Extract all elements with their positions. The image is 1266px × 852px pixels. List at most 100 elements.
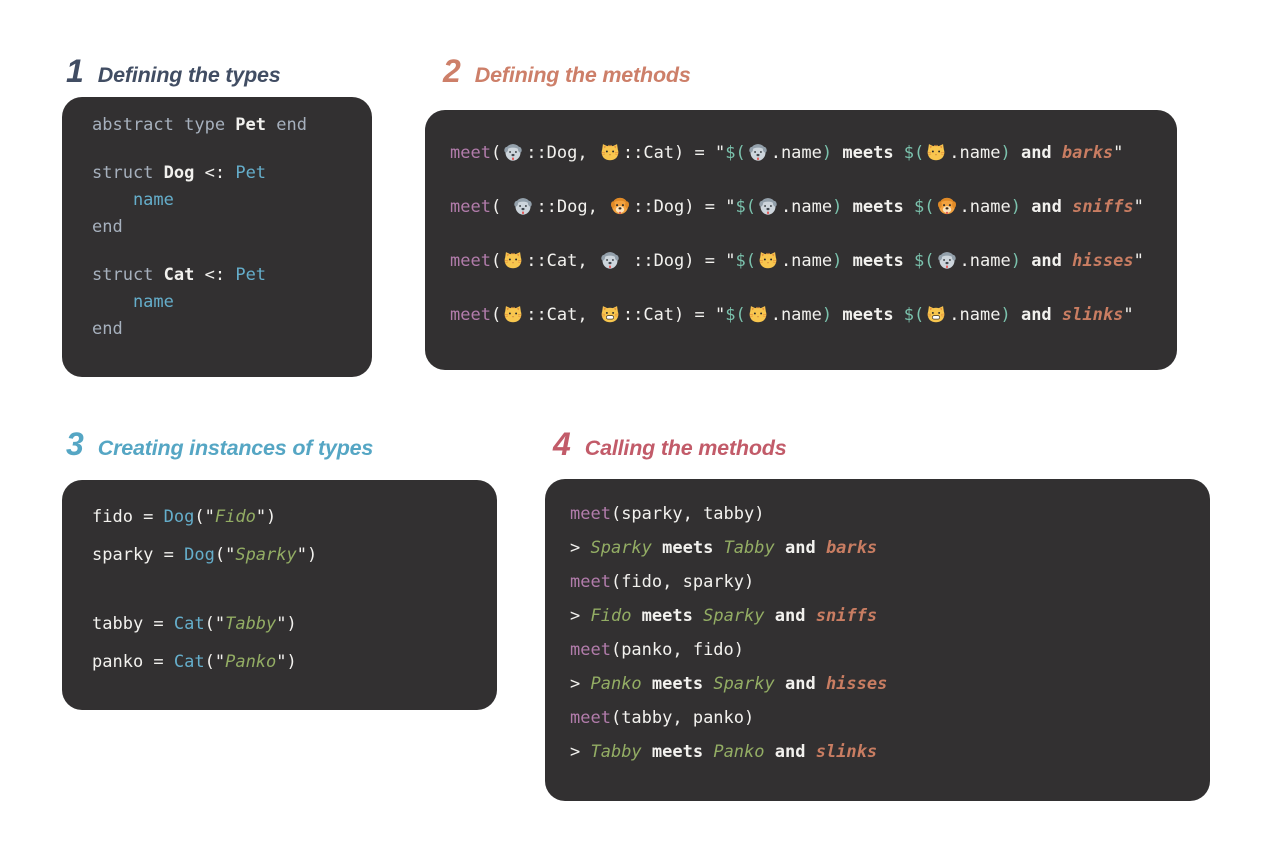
cat-face-emoji [757,249,780,271]
code-token: <: [194,163,236,183]
gray-dog-face-emoji [512,195,535,217]
section-number: 1 [66,53,84,89]
code-panel: abstract type Pet end struct Dog <: Pet n… [62,97,372,377]
code-token: meets [651,538,724,558]
section-title: Creating instances of types [97,436,374,460]
code-token: and [764,742,816,762]
code-line: fido = Dog("Fido") [92,498,487,536]
code-token: ( [490,251,502,271]
code-token: panko = [92,652,174,672]
code-token: .name [959,197,1011,217]
code-token: sparky = [92,545,185,565]
code-token: $( [725,305,746,325]
code-token: (sparky, tabby) [610,504,765,524]
code-token: Pet [235,265,267,285]
code-token: abstract type [92,115,236,135]
code-token: sniffs [815,606,878,626]
code-token: Sparky [235,545,297,565]
code-token: ::Dog) = " [622,251,736,271]
code-token: and [1010,143,1062,163]
code-token: tabby = [92,614,174,634]
code-token: meets [832,143,904,163]
code-token: meet [570,504,611,524]
code-token: (" [194,507,215,527]
code-line: sparky = Dog("Sparky") [92,536,487,574]
code-token: .name [770,305,822,325]
code-line: > Panko meets Sparky and hisses [570,667,1200,701]
code-token: > [570,674,591,694]
code-line: meet(::Cat, ::Dog) = "$(.name) meets $(.… [450,234,1167,288]
code-token: end [266,115,307,135]
cat-face-emoji [599,141,622,163]
code-token: and [1020,251,1073,271]
section-title: Calling the methods [584,436,787,460]
code-token: meets [641,742,714,762]
gray-dog-face-emoji [599,249,622,271]
code-token: (panko, fido) [610,640,745,660]
code-token: $( [735,197,756,217]
code-token: $( [903,305,925,325]
code-token: ) [1010,251,1021,271]
code-line: struct Dog <: Pet [92,160,362,187]
code-token: slinks [815,742,878,762]
code-line: > Fido meets Sparky and sniffs [570,599,1200,633]
code-token: ) [832,197,843,217]
code-stanza: abstract type Pet end [92,112,362,139]
code-token: ) [1000,143,1011,163]
code-token: ") [276,652,297,672]
code-token: meet [450,305,491,325]
code-line: meet(tabby, panko) [570,701,1200,735]
code-token: meet [450,197,491,217]
code-token: Cat [173,652,205,672]
code-token: <: [194,265,236,285]
code-token: Panko [225,652,277,672]
code-token: barks [825,538,878,558]
code-token: > [570,538,591,558]
code-line: meet( ::Dog, ::Dog) = "$(.name) meets $(… [450,180,1167,234]
code-token: " [1123,305,1134,325]
code-token: and [764,606,816,626]
code-token: ( [490,143,502,163]
code-token: and [774,674,826,694]
code-line: panko = Cat("Panko") [92,643,487,681]
code-token: struct [92,163,164,183]
code-token: meet [570,640,611,660]
code-token: > [570,606,591,626]
gray-dog-face-emoji [502,141,525,163]
code-token: ) [832,251,843,271]
code-token: Panko [590,674,642,694]
code-token: (" [204,652,226,672]
code-token: $( [903,143,925,163]
code-token: ") [296,545,318,565]
code-line: tabby = Cat("Tabby") [92,605,487,643]
code-panel: meet(::Dog, ::Cat) = "$(.name) meets $(.… [425,110,1177,370]
code-token: $( [914,251,935,271]
code-token: ::Dog, [526,143,598,163]
code-token: meet [570,708,611,728]
code-line: struct Cat <: Pet [92,262,362,289]
code-token: ) [821,305,833,325]
code-token: and [774,538,826,558]
code-token: name [92,292,174,312]
code-panel: meet(sparky, tabby)> Sparky meets Tabby … [545,479,1210,801]
code-token: Fido [590,606,632,626]
section-number: 4 [553,426,571,462]
code-token: slinks [1061,305,1124,325]
code-stanza: tabby = Cat("Tabby")panko = Cat("Panko") [92,605,487,681]
cat-face-emoji [502,249,525,271]
code-token: .name [959,251,1011,271]
code-token: meets [832,305,904,325]
code-token: Cat [173,614,205,634]
code-line: abstract type Pet end [92,112,362,139]
code-panel: fido = Dog("Fido")sparky = Dog("Sparky")… [62,480,497,710]
code-token: (fido, sparky) [610,572,755,592]
code-token: (" [204,614,226,634]
code-line: name [92,289,362,316]
code-line: meet(sparky, tabby) [570,497,1200,531]
code-token: .name [780,197,833,217]
